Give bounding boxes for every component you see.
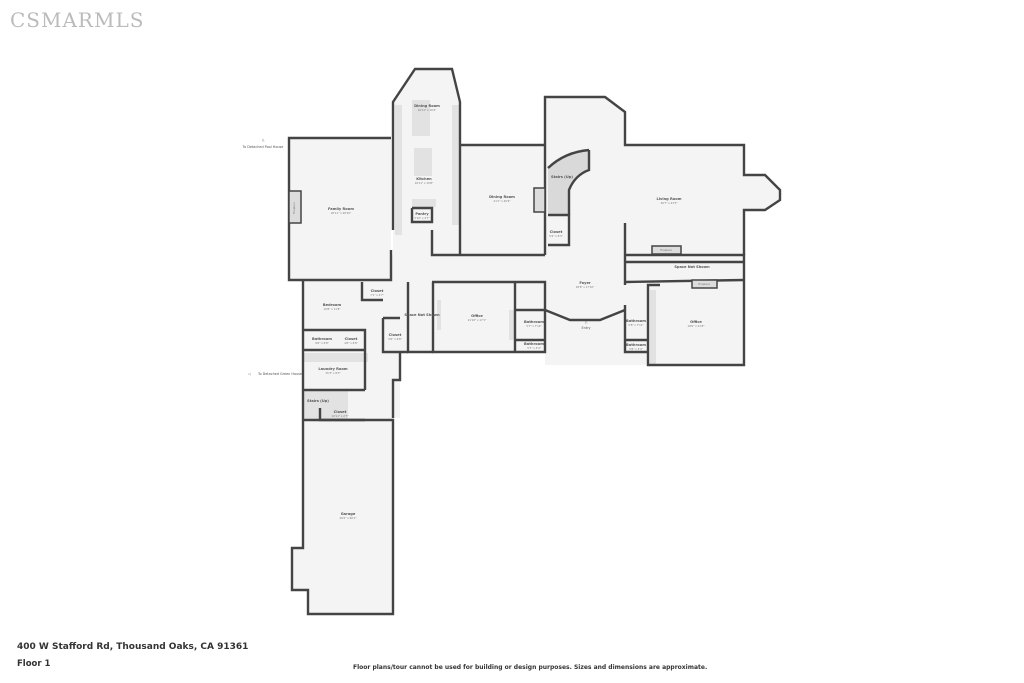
room-dimension: 26'2" x 60'1" (340, 516, 357, 520)
walls (287, 67, 782, 616)
room-dimension: 10'11" x 2'7" (332, 414, 349, 418)
room-bedroom: Bedroom (323, 303, 341, 307)
room-office: Office (690, 320, 702, 324)
fireplace-office (691, 279, 718, 289)
entry-arrow-icon: △ (585, 320, 588, 324)
fireplace-dining-room (533, 187, 546, 213)
room-closet: Closet (345, 337, 358, 341)
room-family-room: Family Room (328, 207, 354, 211)
room-bathroom: Bathroom (524, 342, 544, 346)
room-bathroom: Bathroom (626, 343, 646, 347)
fixtures (303, 100, 656, 420)
room-dimension: 5'10" x 4'7" (414, 216, 429, 220)
room-dimension: 7'1" x 4'7" (370, 293, 384, 297)
room-space-not-shown: Space Not Shown (674, 265, 710, 269)
room-closet: Closet (371, 289, 384, 293)
room-labels: Family Room 20'11" x 28'10" Dining Room … (307, 104, 710, 520)
room-laundry-room: Laundry Room (318, 367, 347, 371)
room-closet: Closet (550, 230, 563, 234)
room-dimension: 15'3" x 8'3" (325, 371, 340, 375)
fireplace-label: Fireplace (660, 248, 672, 252)
fireplace-label: Fireplace (292, 202, 296, 214)
room-dimension: 9'6" x 6'8" (315, 341, 329, 345)
room-dimension: 5'8" x 3'4" (629, 347, 643, 351)
room-dimension: 21'10" x 17'1" (468, 318, 487, 322)
room-stairs: Stairs (Up) (551, 175, 573, 179)
room-dining-room: Dining Room (414, 104, 440, 108)
room-bathroom: Bathroom (626, 319, 646, 323)
room-kitchen: Kitchen (416, 177, 432, 181)
room-garage: Garage (341, 512, 356, 516)
room-dining-room: Dining Room (489, 195, 515, 199)
room-dimension: 16'11" x 19'8" (415, 181, 434, 185)
room-dimension: 20'11" x 28'10" (331, 211, 351, 215)
fireplace-family-room (288, 190, 302, 224)
room-dimension: 16'8" x 11'8" (324, 307, 341, 311)
room-living-room: Living Room (657, 197, 682, 201)
address: 400 W Stafford Rd, Thousand Oaks, CA 913… (17, 642, 249, 652)
room-dimension: 5'6" x 6'8" (388, 337, 402, 341)
arrow-left-icon: ◁ (248, 372, 251, 376)
room-dimension: 5'7" x 3'4" (527, 346, 541, 350)
watermark-logo: CSMARMLS (10, 8, 145, 32)
fireplace-living-room (651, 245, 682, 255)
arrow-up-icon: △ (262, 138, 265, 142)
fireplace-label: Fireplace (698, 282, 710, 286)
room-stairs: Stairs (Up) (307, 399, 329, 403)
link-pool-house[interactable]: To Detached Pool House (242, 145, 284, 149)
room-closet: Closet (389, 333, 402, 337)
stairs-main (548, 150, 589, 215)
disclaimer: Floor plans/tour cannot be used for buil… (353, 664, 708, 671)
room-dimension: 21'1" x 20'9" (494, 199, 511, 203)
room-dimension: 36'7" x 23'3" (661, 201, 678, 205)
room-dimension: 18'0" x 21'8" (688, 324, 705, 328)
room-dimension: 4'8" x 6'8" (344, 341, 358, 345)
room-closet: Closet (334, 410, 347, 414)
external-links: △ To Detached Pool House ◁ To Detached G… (242, 138, 588, 376)
room-dimension: 5'7" x 7'10" (526, 324, 541, 328)
link-green-house[interactable]: To Detached Green House (257, 372, 302, 376)
room-bathroom: Bathroom (524, 320, 544, 324)
room-dimension: 5'8" x 7'11" (628, 323, 643, 327)
entry-marker: Entry (581, 326, 590, 330)
room-bathroom: Bathroom (312, 337, 332, 341)
room-fills (289, 69, 780, 614)
room-dimension: 5'4" x 6'3" (549, 234, 563, 238)
room-office: Office (471, 314, 483, 318)
room-space-not-shown: Space Not Shown (404, 313, 440, 317)
room-dimension: 18'8" x 17'10" (576, 285, 595, 289)
room-pantry: Pantry (415, 212, 429, 216)
room-dimension: 16'11" x 19'4" (418, 108, 437, 112)
room-foyer: Foyer (579, 281, 591, 285)
floor-label: Floor 1 (17, 659, 51, 669)
